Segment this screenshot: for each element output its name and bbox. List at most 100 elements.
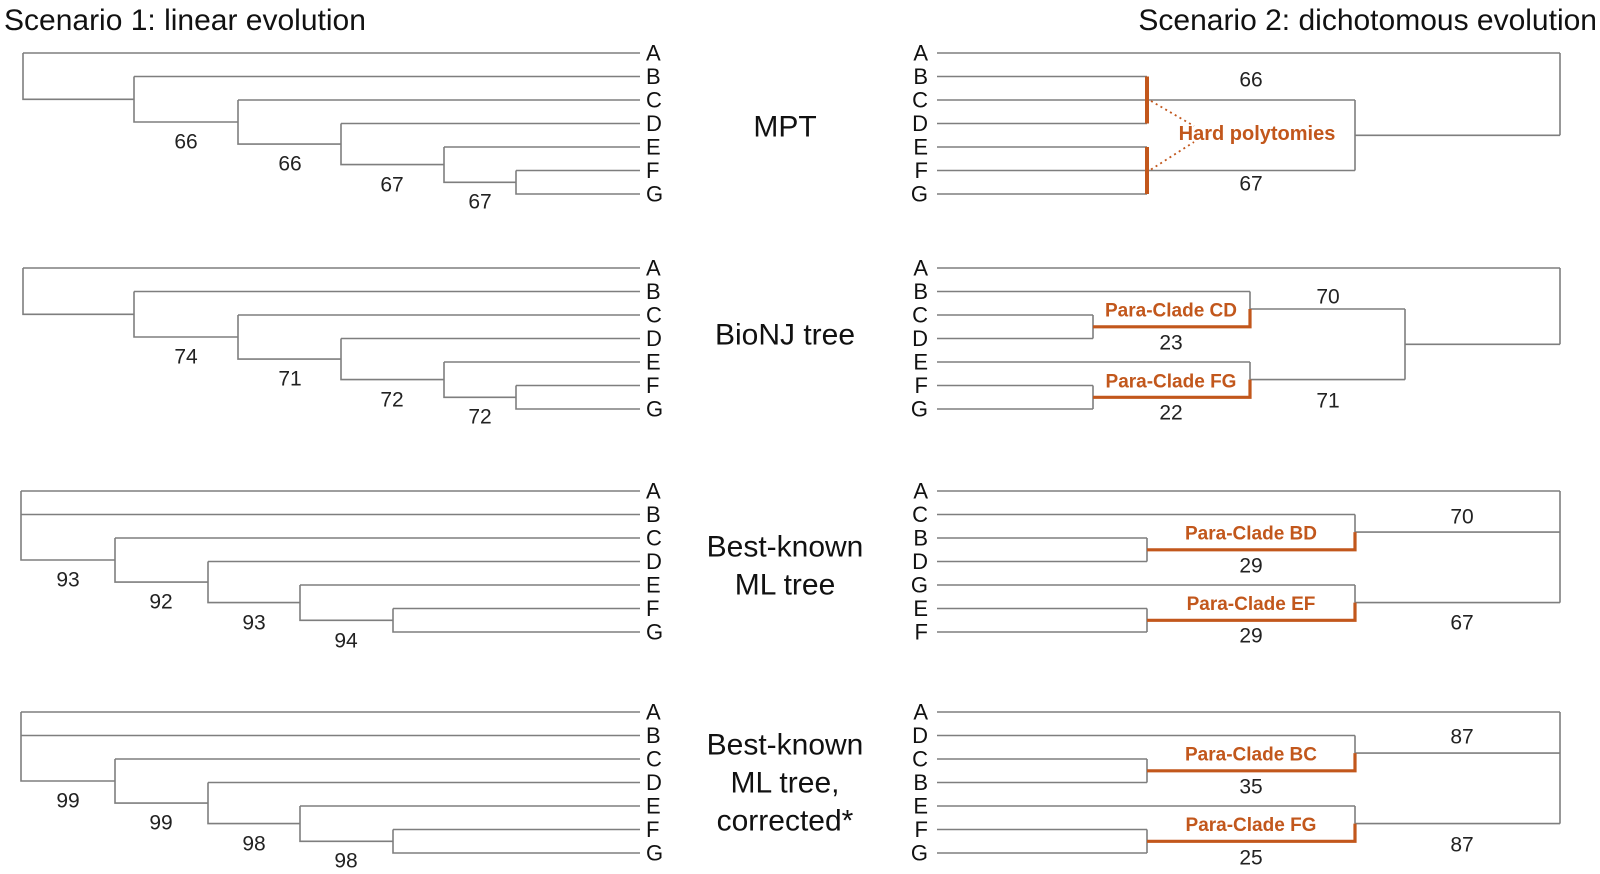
para-clade-branches (1147, 532, 1357, 622)
tip-label: G (646, 397, 663, 422)
tip-label: F (646, 373, 659, 398)
support-value: 72 (380, 389, 403, 412)
row-label-mlc-line2: ML tree, (731, 767, 840, 800)
support-value: 87 (1450, 834, 1473, 857)
support-value: 67 (380, 174, 403, 197)
s2-ml-tree: A C B D G E F Para-Clade BD 29 Para-Clad… (911, 479, 1561, 648)
support-value: 66 (1239, 69, 1262, 92)
tip-label: D (912, 723, 928, 748)
support-value: 98 (334, 850, 357, 873)
clade-support-value: 25 (1239, 847, 1262, 870)
tip-label: E (913, 350, 928, 375)
tip-label: G (646, 182, 663, 207)
tree-branches (937, 52, 1561, 195)
tip-label: B (646, 723, 661, 748)
para-clade-label: Para-Clade FG (1186, 815, 1317, 836)
tip-label: D (646, 111, 662, 136)
support-value: 67 (468, 191, 491, 214)
tip-label: A (913, 256, 928, 281)
tip-label: C (646, 303, 662, 328)
support-value: 87 (1450, 726, 1473, 749)
scenario2-title: Scenario 2: dichotomous evolution (1138, 4, 1597, 37)
support-value: 72 (468, 406, 491, 429)
tip-label: F (646, 817, 659, 842)
hard-polytomies-annotation: Hard polytomies (1179, 123, 1336, 145)
tip-label: D (646, 770, 662, 795)
clade-support-value: 22 (1159, 402, 1182, 425)
tip-label: A (646, 256, 661, 281)
tip-label: C (912, 502, 928, 527)
row-label-bionj: BioNJ tree (715, 319, 855, 352)
support-value: 94 (334, 630, 358, 653)
tip-label: C (646, 88, 662, 113)
s1-ml-tree: A B C D E F G 93 92 93 94 (20, 479, 663, 653)
tip-label: A (913, 41, 928, 66)
support-value: 67 (1450, 612, 1473, 635)
para-clade-label: Para-Clade FG (1106, 372, 1237, 393)
row-label-mlc-line3: corrected* (717, 805, 854, 838)
tip-label: G (911, 841, 928, 866)
tip-label: G (911, 573, 928, 598)
row-label-ml-line2: ML tree (735, 569, 836, 602)
tip-label: G (911, 397, 928, 422)
tip-label: E (646, 794, 661, 819)
clade-support-value: 29 (1239, 555, 1262, 578)
row-label-mpt: MPT (753, 111, 816, 144)
tip-label: E (646, 135, 661, 160)
tip-label: G (911, 182, 928, 207)
tip-label: E (646, 350, 661, 375)
clade-support-value: 29 (1239, 625, 1262, 648)
s1-bionj-tree: A B C D E F G 74 71 72 72 (22, 256, 663, 429)
tip-label: F (646, 158, 659, 183)
support-value: 99 (56, 790, 79, 813)
tip-label: B (913, 526, 928, 551)
para-clade-label: Para-Clade CD (1105, 301, 1237, 322)
tip-label: F (915, 373, 928, 398)
tip-label: F (915, 620, 928, 645)
tip-label: C (912, 303, 928, 328)
tip-label: G (646, 841, 663, 866)
tip-label: F (646, 596, 659, 621)
para-clade-branches (1093, 309, 1252, 399)
tip-label: B (646, 279, 661, 304)
tip-label: B (913, 64, 928, 89)
tip-label: B (646, 502, 661, 527)
s2-ml-corrected-tree: A D C B E F G Para-Clade BC 35 Para-Clad… (911, 700, 1561, 870)
tip-label: D (912, 549, 928, 574)
tree-branches (20, 490, 640, 633)
tip-label: D (646, 326, 662, 351)
tip-label: F (915, 817, 928, 842)
tip-label: E (913, 794, 928, 819)
clade-support-value: 35 (1239, 776, 1262, 799)
tip-label: B (646, 64, 661, 89)
row-label-ml-line1: Best-known (707, 531, 864, 564)
tip-label: C (912, 88, 928, 113)
tip-label: E (646, 573, 661, 598)
support-value: 71 (1316, 390, 1339, 413)
tip-label: B (913, 770, 928, 795)
support-value: 66 (174, 131, 197, 154)
para-clade-label: Para-Clade BD (1185, 524, 1317, 545)
s1-mpt-tree: A B C D E F G 66 66 67 67 (22, 41, 663, 214)
para-clade-branches (1147, 753, 1357, 843)
tip-label: C (912, 747, 928, 772)
support-value: 93 (242, 612, 265, 635)
tip-label: F (915, 158, 928, 183)
support-value: 70 (1316, 286, 1339, 309)
support-value: 74 (174, 346, 198, 369)
tip-label: C (646, 747, 662, 772)
tip-label: A (913, 700, 928, 725)
para-clade-label: Para-Clade EF (1187, 594, 1316, 615)
para-clade-label: Para-Clade BC (1185, 745, 1317, 766)
tip-label: A (913, 479, 928, 504)
s1-ml-corrected-tree: A B C D E F G 99 99 98 98 (20, 700, 663, 873)
tip-label: A (646, 41, 661, 66)
s2-bionj-tree: A B C D E F G Para-Clade CD 23 Para-Clad… (911, 256, 1561, 425)
tip-label: E (913, 135, 928, 160)
support-value: 92 (149, 591, 172, 614)
support-value: 98 (242, 833, 265, 856)
clade-support-value: 23 (1159, 332, 1182, 355)
support-value: 67 (1239, 173, 1262, 196)
tip-label: G (646, 620, 663, 645)
